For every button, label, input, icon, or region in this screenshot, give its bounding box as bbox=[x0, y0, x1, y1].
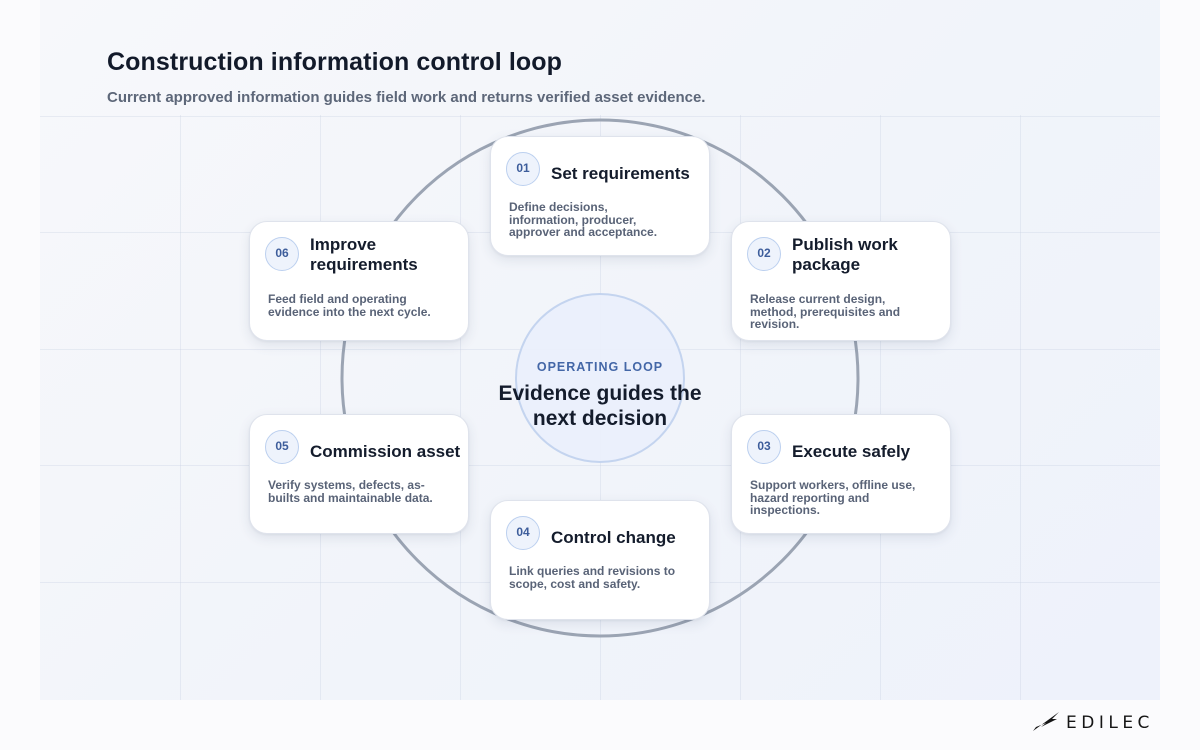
grid-line bbox=[1020, 115, 1021, 700]
step-card-commission-asset: 05 Commission asset Verify systems, defe… bbox=[249, 414, 469, 534]
step-title: Commission asset bbox=[310, 442, 461, 461]
step-number-badge: 05 bbox=[265, 430, 299, 464]
step-description: Release current design, method, prerequi… bbox=[750, 292, 901, 331]
center-eyebrow: OPERATING LOOP bbox=[536, 360, 664, 374]
center-circle: OPERATING LOOP Evidence guides the next … bbox=[498, 293, 702, 463]
step-description: Feed field and operating evidence into t… bbox=[268, 292, 431, 319]
grid-line bbox=[460, 115, 461, 700]
step-card-publish-work-package: 02 Publish work package Release current … bbox=[731, 221, 951, 341]
step-description: Support workers, offline use, hazard rep… bbox=[750, 478, 916, 517]
center-heading: Evidence guides the next decision bbox=[498, 382, 702, 430]
edilec-logo-icon bbox=[1032, 710, 1060, 737]
step-number-badge: 01 bbox=[506, 152, 540, 186]
step-number-badge: 03 bbox=[747, 430, 781, 464]
step-number-badge: 04 bbox=[506, 516, 540, 550]
grid-line bbox=[180, 115, 181, 700]
step-title: Control change bbox=[551, 528, 676, 547]
grid-line bbox=[740, 115, 741, 700]
grid-line bbox=[40, 465, 1160, 466]
step-number-badge: 02 bbox=[747, 237, 781, 271]
page-subtitle: Current approved information guides fiel… bbox=[107, 89, 706, 106]
brand-logo: EDILEC bbox=[1032, 710, 1154, 736]
step-title: Execute safely bbox=[792, 442, 911, 461]
step-title: Set requirements bbox=[551, 164, 690, 183]
step-description: Verify systems, defects, as-builts and m… bbox=[268, 478, 433, 505]
step-card-execute-safely: 03 Execute safely Support workers, offli… bbox=[731, 414, 951, 534]
step-card-control-change: 04 Control change Link queries and revis… bbox=[490, 500, 710, 620]
step-description: Link queries and revisions to scope, cos… bbox=[509, 564, 676, 591]
grid-line bbox=[880, 115, 881, 700]
step-number-badge: 06 bbox=[265, 237, 299, 271]
step-description: Define decisions, information, producer,… bbox=[509, 200, 658, 239]
step-title: Publish work package bbox=[792, 235, 898, 274]
step-title: Improve requirements bbox=[310, 235, 418, 274]
grid-line bbox=[320, 115, 321, 700]
grid-line bbox=[40, 116, 1160, 117]
page-title: Construction information control loop bbox=[107, 48, 563, 76]
step-card-set-requirements: 01 Set requirements Define decisions, in… bbox=[490, 136, 710, 256]
step-card-improve-requirements: 06 Improve requirements Feed field and o… bbox=[249, 221, 469, 341]
brand-name: EDILEC bbox=[1066, 713, 1154, 733]
